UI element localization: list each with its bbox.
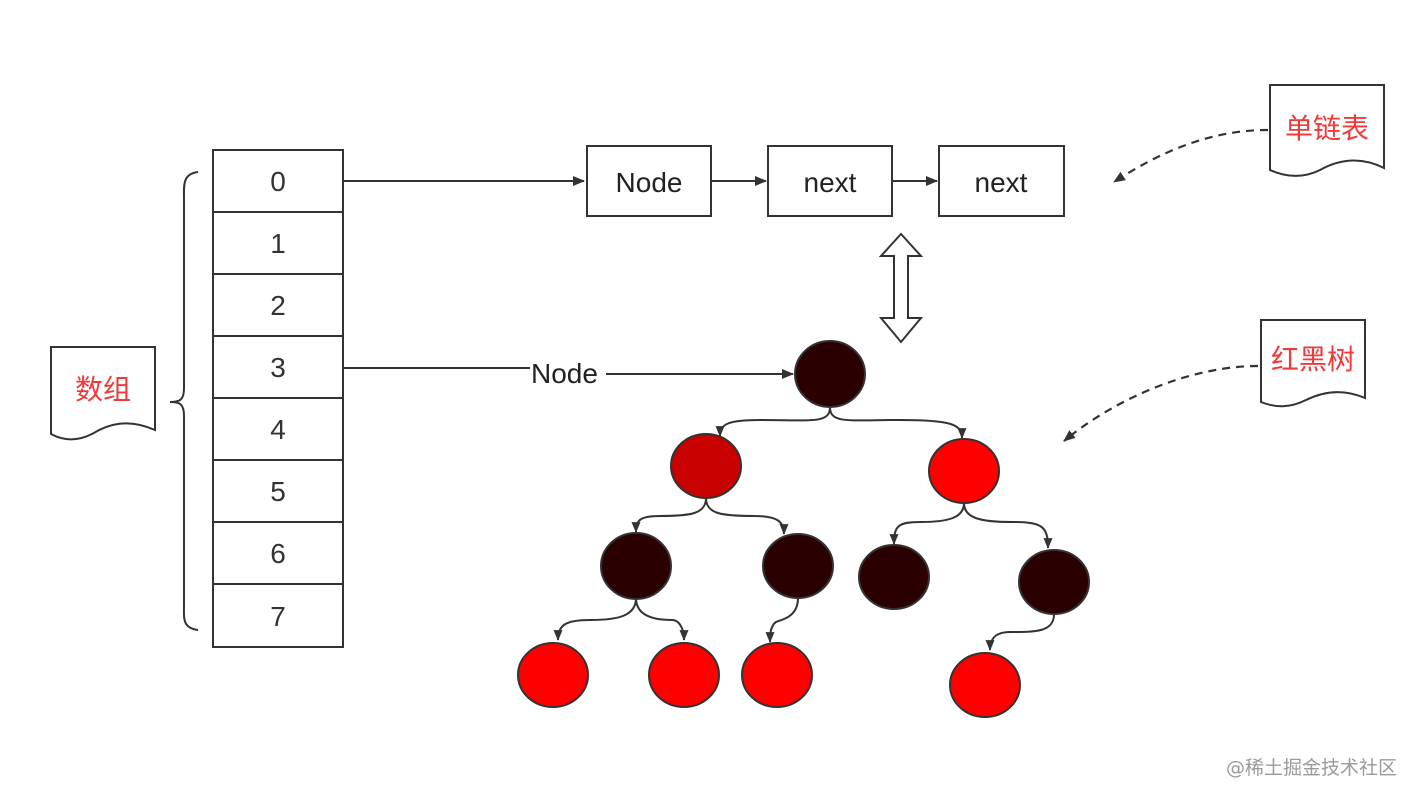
tree-node-black [762, 533, 834, 599]
list-node: Node [586, 145, 712, 217]
array-column: 0 1 2 3 4 5 6 7 [212, 149, 344, 648]
list-node: next [767, 145, 893, 217]
dashed-arrow-tree [1063, 364, 1259, 442]
array-cell-label: 1 [270, 228, 286, 259]
tree-edge-label: Node [531, 358, 598, 389]
array-cell-label: 3 [270, 352, 286, 383]
tree-label-doc: 红黑树 [1260, 319, 1366, 408]
array-cell-label: 6 [270, 538, 286, 569]
array-cell-label: 7 [270, 601, 286, 632]
tree-edge [635, 597, 689, 641]
array-cell: 1 [212, 211, 344, 275]
list-node-label: next [975, 167, 1028, 198]
array-cell-label: 2 [270, 290, 286, 321]
array-brace [169, 171, 199, 631]
array-cell-label: 4 [270, 414, 286, 445]
tree-node-red [949, 652, 1021, 718]
tree-node-red [517, 642, 589, 708]
double-arrow-icon [878, 232, 924, 344]
array-cell: 7 [212, 583, 344, 648]
tree-node-red [741, 642, 813, 708]
tree-node-black [794, 340, 866, 408]
array-cell: 4 [212, 397, 344, 461]
tree-node-red [928, 438, 1000, 504]
tree-node-black [600, 532, 672, 600]
tree-edge [705, 497, 789, 535]
tree-edge [631, 497, 707, 533]
list-node: next [938, 145, 1065, 217]
array-cell-label: 0 [270, 166, 286, 197]
tree-nodes [517, 340, 1090, 718]
tree-edges [553, 406, 1055, 651]
tree-node-black [1018, 549, 1090, 615]
watermark: @稀土掘金技术社区 [1226, 757, 1397, 779]
tree-edge [765, 597, 799, 643]
tree-edge [963, 502, 1053, 549]
array-label: 数组 [75, 373, 131, 406]
tree-edge [985, 613, 1055, 651]
tree-node-black [858, 544, 930, 610]
tree-edge [553, 597, 637, 641]
array-cell: 0 [212, 149, 344, 213]
dashed-arrow-linked-list [1113, 128, 1269, 183]
tree-node-dark-red [670, 433, 742, 499]
array-cell: 3 [212, 335, 344, 399]
tree-edge [829, 406, 967, 439]
array-cell: 2 [212, 273, 344, 337]
tree-label: 红黑树 [1271, 343, 1355, 376]
linked-list-label: 单链表 [1285, 112, 1369, 145]
array-cell: 5 [212, 459, 344, 523]
list-node-label: next [804, 167, 857, 198]
array-cell: 6 [212, 521, 344, 585]
tree-node-red [648, 642, 720, 708]
tree-edge [889, 502, 965, 545]
linked-list-label-doc: 单链表 [1269, 84, 1385, 177]
array-label-doc: 数组 [50, 346, 156, 441]
tree-edge [715, 406, 831, 437]
list-node-label: Node [616, 167, 683, 198]
array-cell-label: 5 [270, 476, 286, 507]
